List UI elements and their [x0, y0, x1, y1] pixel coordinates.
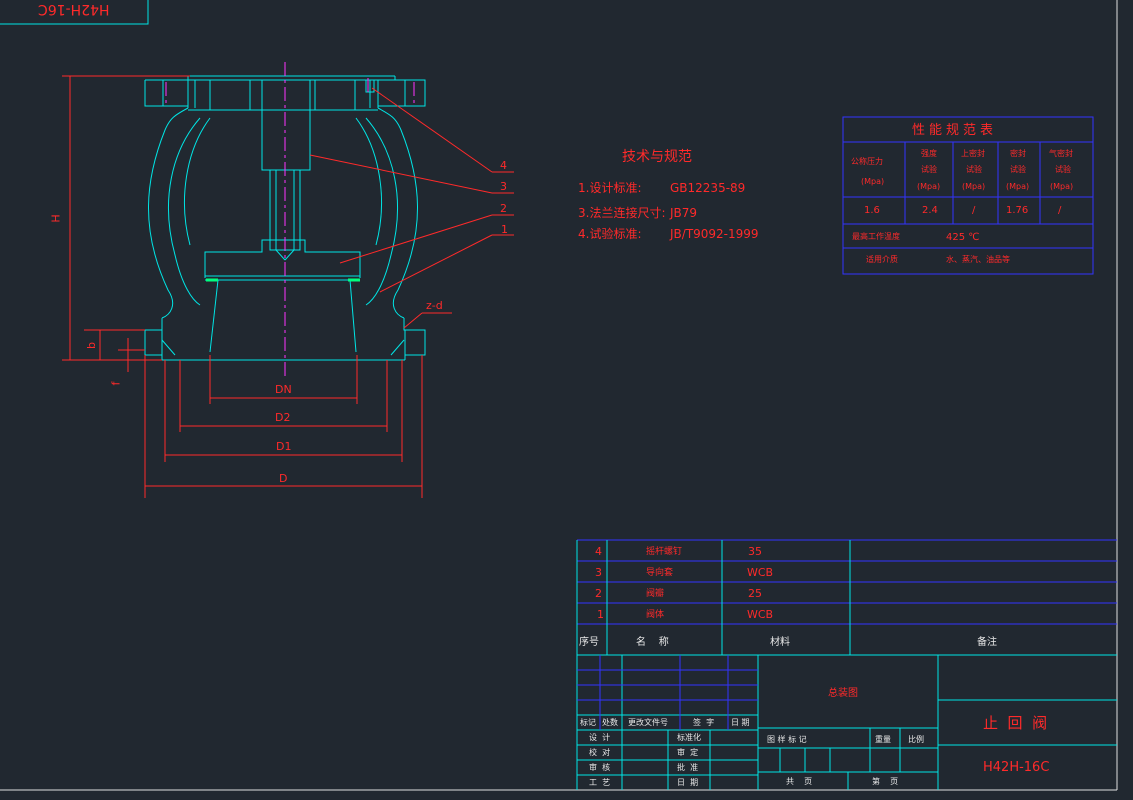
role-check: 校 对	[589, 748, 611, 757]
bom-grid	[576, 539, 1117, 790]
tech-line-3-label: 4.试验标准:	[578, 227, 642, 241]
perf-h4b: 试验	[1010, 165, 1026, 174]
perf-h2a: 强度	[921, 149, 937, 158]
role-review: 审 核	[589, 763, 611, 772]
bom-row-1-name: 摇杆螺钉	[646, 547, 683, 557]
scale-label: 比例	[908, 735, 924, 744]
perf-table-grid	[842, 116, 1094, 275]
perf-h3c: (Mpa)	[962, 182, 986, 191]
callout-1: 1	[501, 223, 508, 236]
chg-h1: 标记	[580, 718, 596, 727]
dim-D1: D1	[276, 440, 292, 453]
perf-h4c: (Mpa)	[1006, 182, 1030, 191]
weight-label: 重量	[875, 735, 891, 744]
callout-3: 3	[500, 180, 507, 193]
bom-row-3-name: 阀瓣	[646, 589, 665, 599]
bom-row-2-no: 3	[595, 566, 602, 579]
perf-v3: /	[972, 205, 976, 216]
bom-row-1-material: 35	[748, 545, 762, 558]
callout-4: 4	[500, 159, 507, 172]
max-temp-label: 最高工作温度	[852, 232, 900, 241]
perf-h4a: 密封	[1010, 149, 1026, 158]
medium-label: 适用介质	[866, 255, 898, 264]
chg-h5: 日 期	[731, 718, 750, 727]
perf-h3b: 试验	[966, 165, 982, 174]
medium-value: 水、蒸汽、油品等	[946, 255, 1010, 264]
tech-line-3-value: JB/T9092-1999	[670, 227, 759, 241]
perf-h1b: (Mpa)	[861, 177, 885, 186]
valve-body	[144, 75, 426, 361]
bom-row-3-no: 2	[595, 587, 602, 600]
tech-line-2-value: JB79	[670, 206, 698, 220]
bom-row-4-no: 1	[597, 608, 604, 621]
perf-v5: /	[1058, 205, 1062, 216]
mark-label: 图 样 标 记	[767, 735, 807, 744]
dim-H: H	[49, 214, 63, 223]
tech-line-1-label: 1.设计标准:	[578, 181, 642, 195]
max-temp-value: 425 ℃	[946, 232, 980, 243]
bom-row-4-material: WCB	[747, 608, 774, 621]
perf-title: 性能规范表	[912, 123, 998, 138]
perf-h2b: 试验	[921, 165, 937, 174]
bom-row-4-name: 阀体	[646, 610, 665, 620]
role2-date: 日 期	[677, 778, 699, 787]
chg-h2: 处数	[602, 718, 618, 727]
center-lines	[165, 62, 415, 380]
product-name: 止 回 阀	[983, 714, 1048, 732]
perf-h5b: 试验	[1055, 165, 1071, 174]
tech-line-2-label: 3.法兰连接尺寸:	[578, 206, 666, 220]
bom-header-no: 序号	[579, 637, 599, 648]
perf-h5c: (Mpa)	[1050, 182, 1074, 191]
perf-h1a: 公称压力	[851, 157, 883, 166]
dim-DN: DN	[275, 383, 292, 396]
dim-f: f	[109, 381, 123, 386]
sheet-total: 共 页	[786, 777, 813, 786]
perf-h2c: (Mpa)	[917, 182, 941, 191]
role2-std: 标准化	[677, 733, 701, 742]
title-stamp: H42H-16C	[38, 1, 110, 17]
bom-row-3-material: 25	[748, 587, 762, 600]
role2-ratify: 批 准	[677, 763, 699, 772]
dim-D2: D2	[275, 411, 291, 424]
change-grid	[577, 655, 758, 730]
dim-D: D	[279, 472, 288, 485]
perf-v1: 1.6	[864, 205, 880, 216]
chg-h3: 更改文件号	[628, 718, 668, 727]
frame-top-left-box	[0, 0, 149, 25]
bom-header-remark: 备注	[977, 637, 997, 648]
bom-row-2-material: WCB	[747, 566, 774, 579]
bom-row-2-name: 导向套	[646, 568, 674, 578]
role-process: 工 艺	[589, 778, 611, 787]
callout-2: 2	[500, 202, 507, 215]
dim-zd: z-d	[426, 299, 443, 312]
perf-v4: 1.76	[1006, 205, 1029, 216]
sheet-no: 第 页	[872, 777, 899, 786]
bom-header-material: 材料	[770, 637, 790, 648]
chg-h4: 签 字	[693, 718, 715, 727]
role2-approve: 审 定	[677, 748, 699, 757]
perf-h5a: 气密封	[1049, 149, 1073, 158]
role-design: 设 计	[589, 733, 611, 742]
bom-row-1-no: 4	[595, 545, 602, 558]
drawing-number: H42H-16C	[983, 760, 1050, 775]
dimension-lines	[62, 75, 514, 498]
perf-v2: 2.4	[922, 205, 938, 216]
bom-header-name: 名 称	[636, 637, 669, 648]
drawing-name: 总装图	[828, 688, 858, 699]
tech-line-1-value: GB12235-89	[670, 181, 746, 195]
tech-heading: 技术与规范	[622, 149, 692, 165]
perf-h3a: 上密封	[961, 149, 985, 158]
dim-b: b	[84, 342, 98, 349]
